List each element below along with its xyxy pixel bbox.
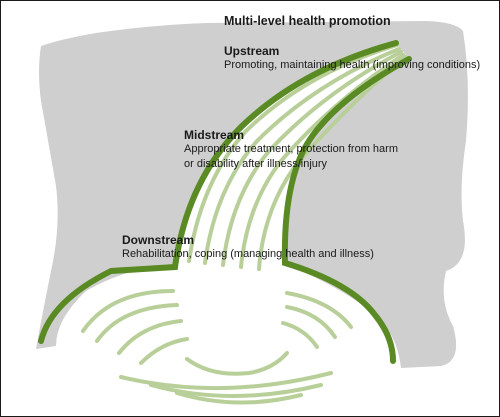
diagram-title: Multi-level health promotion — [224, 14, 391, 28]
river-banks — [38, 40, 412, 364]
upstream-heading: Upstream — [224, 44, 280, 58]
upstream-description: Promoting, maintaining health (improving… — [224, 59, 481, 71]
midstream-description-line-2: or disability after illness/injury — [184, 158, 328, 170]
splash-ripples — [81, 289, 353, 405]
midstream-heading: Midstream — [184, 128, 245, 142]
midstream-description: Appropriate treatment, protection from h… — [184, 142, 398, 172]
downstream-description: Rehabilitation, coping (managing health … — [122, 248, 374, 260]
stream-lines — [187, 43, 407, 271]
midstream-description-line-1: Appropriate treatment, protection from h… — [184, 143, 398, 155]
downstream-heading: Downstream — [122, 233, 195, 247]
